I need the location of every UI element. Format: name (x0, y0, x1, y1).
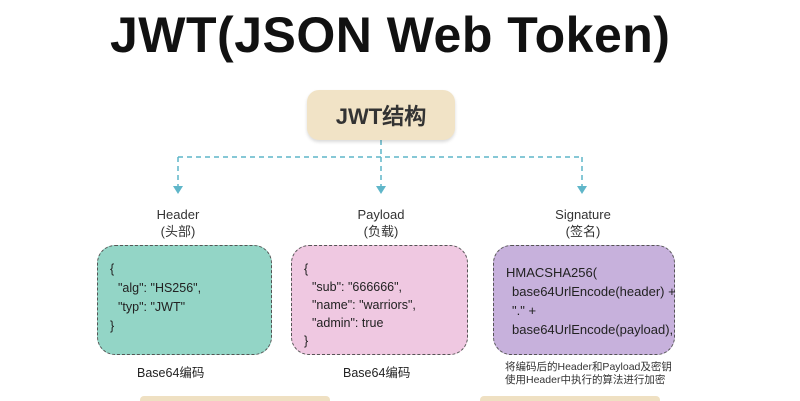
signature-line: base64UrlEncode(header) + (512, 284, 676, 299)
signature-label-group: Signature (签名) (541, 206, 625, 240)
bottom-box-right (480, 396, 660, 401)
payload-line: "sub": "666666", (312, 280, 403, 294)
page-title: JWT(JSON Web Token) (110, 7, 671, 63)
header-line: "typ": "JWT" (118, 300, 186, 314)
arrowhead-signature (577, 186, 587, 194)
jwt-structure-box: JWT结构 (307, 90, 455, 140)
payload-line: } (304, 334, 309, 348)
signature-note: 将编码后的Header和Payload及密钥使用Header中执行的算法进行加密 (505, 361, 672, 386)
payload-card: { "sub": "666666", "name": "warriors", "… (291, 245, 468, 355)
payload-sublabel: (负载) (363, 224, 399, 239)
header-line: { (110, 262, 115, 276)
payload-label-group: Payload (负载) (341, 206, 421, 240)
payload-line: { (304, 262, 309, 276)
arrowhead-payload (376, 186, 386, 194)
header-encoding-label: Base64编码 (137, 366, 205, 380)
payload-encoding-label: Base64编码 (343, 366, 411, 380)
signature-line: "." + (512, 303, 537, 318)
bottom-box-left (140, 396, 330, 401)
header-line: } (110, 319, 115, 333)
header-label-group: Header (头部) (138, 206, 218, 240)
payload-line: "name": "warriors", (312, 298, 416, 312)
signature-line: HMACSHA256( (506, 265, 598, 280)
signature-card: HMACSHA256( base64UrlEncode(header) + ".… (493, 245, 676, 355)
header-card: { "alg": "HS256", "typ": "JWT" } (97, 245, 272, 355)
signature-sublabel: (签名) (565, 224, 601, 239)
signature-line: base64UrlEncode(payload), (512, 322, 674, 337)
payload-label: Payload (357, 207, 405, 222)
signature-label: Signature (555, 207, 611, 222)
arrowhead-header (173, 186, 183, 194)
payload-line: "admin": true (312, 316, 384, 330)
header-sublabel: (头部) (160, 224, 196, 239)
header-line: "alg": "HS256", (118, 281, 202, 295)
header-label: Header (156, 207, 200, 222)
